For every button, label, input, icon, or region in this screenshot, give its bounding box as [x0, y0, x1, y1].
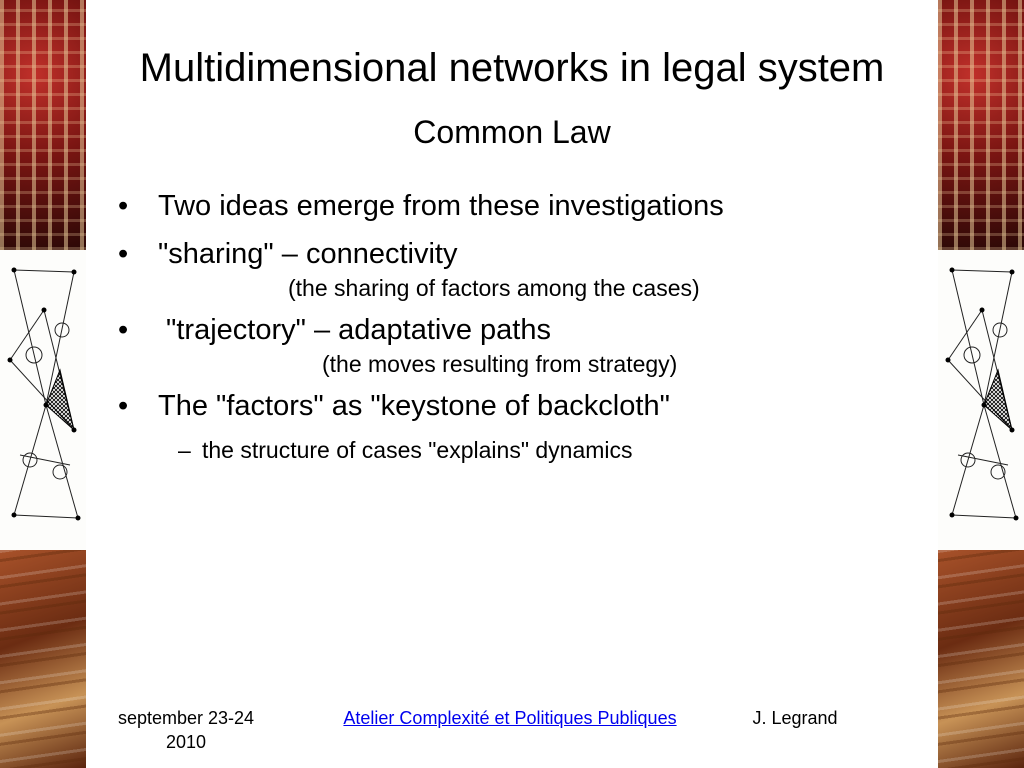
- sub-bullet-text: the structure of cases "explains" dynami…: [202, 437, 633, 463]
- bullet-text: Two ideas emerge from these investigatio…: [158, 190, 724, 222]
- slide-subtitle: Common Law: [413, 114, 611, 150]
- footer-date-line1: september 23-24: [117, 708, 255, 728]
- law-books-image: [0, 550, 86, 768]
- bullet-marker: •: [118, 238, 129, 270]
- bullet-marker: •: [118, 390, 129, 422]
- footer-author: J. Legrand: [752, 708, 838, 728]
- bullet-text: "sharing" – connectivity: [158, 238, 458, 270]
- left-decoration-strip: [0, 0, 86, 768]
- slide-title: Multidimensional networks in legal syste…: [139, 46, 885, 90]
- bullet-item: • "trajectory" – adaptative paths (the m…: [118, 310, 898, 378]
- bullet-note: (the sharing of factors among the cases): [288, 275, 700, 301]
- bullet-text: "trajectory" – adaptative paths: [158, 314, 551, 346]
- bullet-marker: •: [118, 314, 129, 346]
- network-diagram-image: [0, 250, 86, 550]
- footer-link[interactable]: Atelier Complexité et Politiques Publiqu…: [343, 708, 677, 728]
- network-diagram-image: [938, 250, 1024, 550]
- footer-date: september 23-24 2010: [96, 706, 276, 754]
- bullet-item: • "sharing" – connectivity (the sharing …: [118, 234, 898, 302]
- theater-image: [938, 0, 1024, 250]
- bullet-marker: •: [118, 190, 129, 222]
- right-decoration-strip: [938, 0, 1024, 768]
- law-books-image: [938, 550, 1024, 768]
- bullet-item: • The "factors" as "keystone of backclot…: [118, 386, 898, 426]
- footer-date-line2: 2010: [165, 732, 207, 752]
- bullet-note: (the moves resulting from strategy): [322, 351, 678, 377]
- bullet-item: • Two ideas emerge from these investigat…: [118, 186, 898, 226]
- sub-bullet-marker: –: [178, 437, 191, 463]
- bullet-text: The "factors" as "keystone of backcloth": [158, 390, 670, 422]
- bullet-list: • Two ideas emerge from these investigat…: [118, 186, 898, 466]
- theater-image: [0, 0, 86, 250]
- sub-bullet-item: – the structure of cases "explains" dyna…: [118, 434, 898, 466]
